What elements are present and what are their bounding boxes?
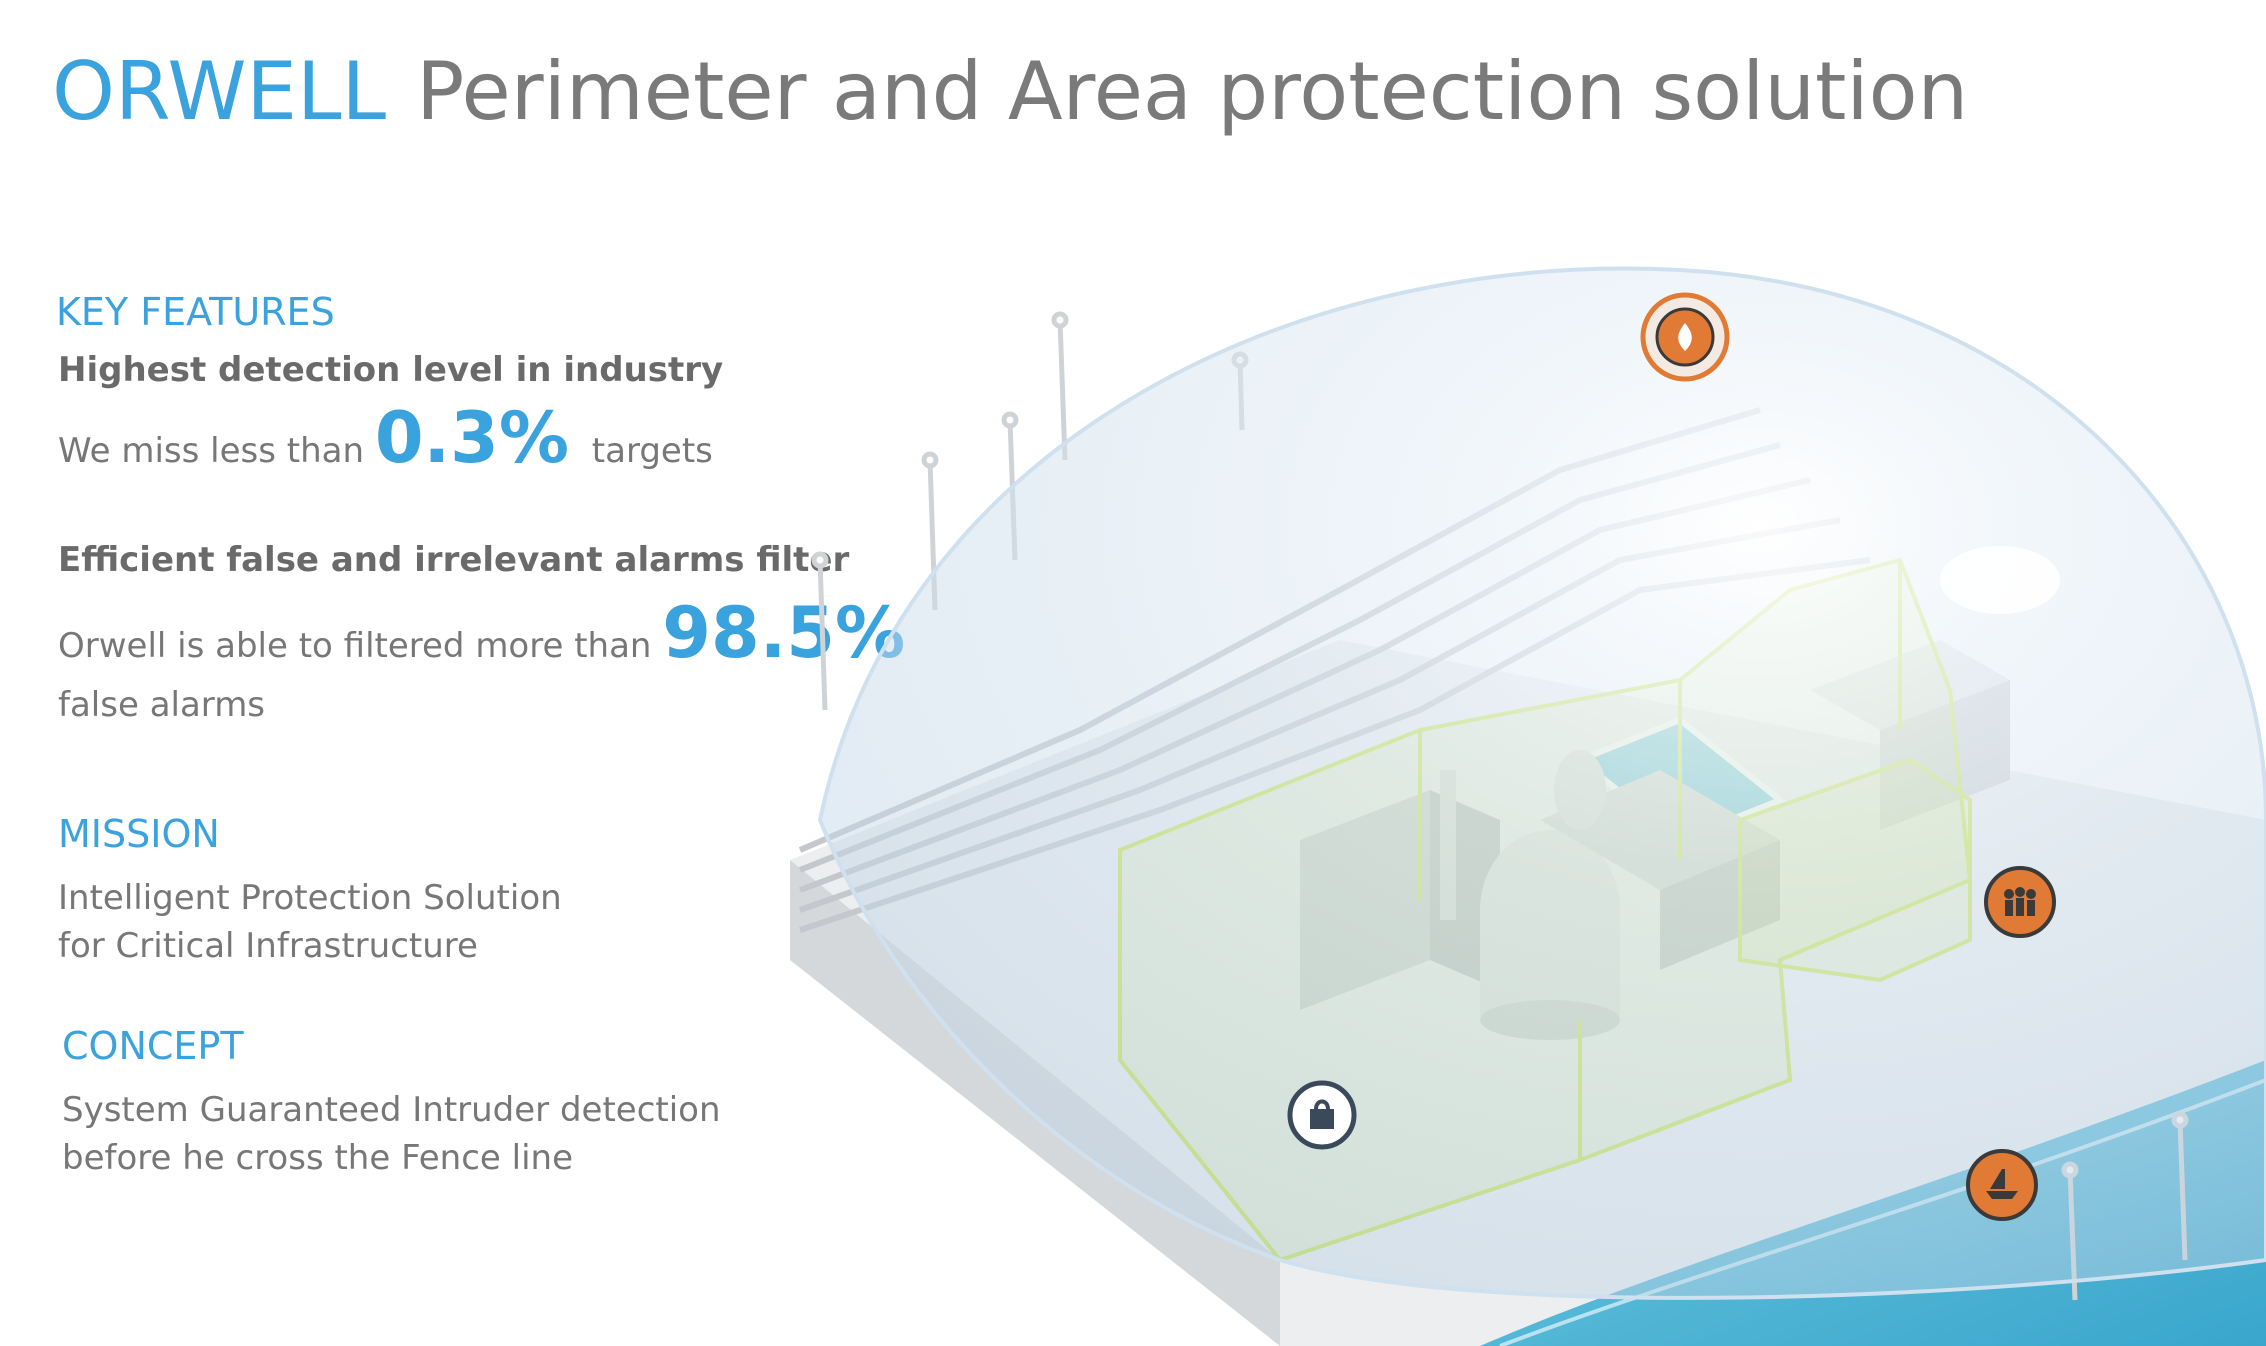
- bag-icon: [1310, 1099, 1334, 1129]
- feature1-line: We miss less than 0.3% targets: [58, 403, 713, 473]
- concept-line1: System Guaranteed Intruder detection: [62, 1090, 721, 1130]
- fire-icon: [1678, 323, 1692, 351]
- title-subtitle: Perimeter and Area protection solution: [416, 45, 1969, 138]
- people-icon: [2004, 887, 2036, 916]
- fire-alert-marker[interactable]: [1640, 292, 1730, 382]
- key-features-heading: KEY FEATURES: [56, 290, 335, 334]
- boat-alert-marker[interactable]: [1966, 1149, 2038, 1221]
- mission-heading: MISSION: [58, 812, 220, 856]
- boat-icon: [1986, 1169, 2018, 1199]
- feature2-prefix: Orwell is able to filtered more than: [58, 626, 652, 666]
- mission-text: Intelligent Protection Solution for Crit…: [58, 874, 562, 970]
- feature1-value: 0.3%: [374, 397, 569, 479]
- mission-line2: for Critical Infrastructure: [58, 926, 478, 966]
- concept-heading: CONCEPT: [62, 1024, 244, 1068]
- concept-line2: before he cross the Fence line: [62, 1138, 574, 1178]
- mission-line1: Intelligent Protection Solution: [58, 878, 562, 918]
- feature1-prefix: We miss less than: [58, 431, 365, 471]
- feature2-title: Efficient false and irrelevant alarms fi…: [58, 540, 850, 580]
- facility-illustration: [790, 266, 2266, 1346]
- feature2-line: Orwell is able to filtered more than 98.…: [58, 598, 905, 668]
- feature2-suffix: false alarms: [58, 685, 266, 725]
- bag-alert-marker[interactable]: [1287, 1080, 1357, 1150]
- people-alert-marker[interactable]: [1984, 866, 2056, 938]
- feature2-value: 98.5%: [662, 592, 906, 674]
- concept-text: System Guaranteed Intruder detection bef…: [62, 1086, 721, 1182]
- feature1-suffix: targets: [591, 431, 713, 471]
- dome-highlight: [1940, 546, 2060, 614]
- feature1-title: Highest detection level in industry: [58, 350, 724, 390]
- brand-name: ORWELL: [52, 45, 387, 138]
- protection-dome: [817, 266, 2266, 1300]
